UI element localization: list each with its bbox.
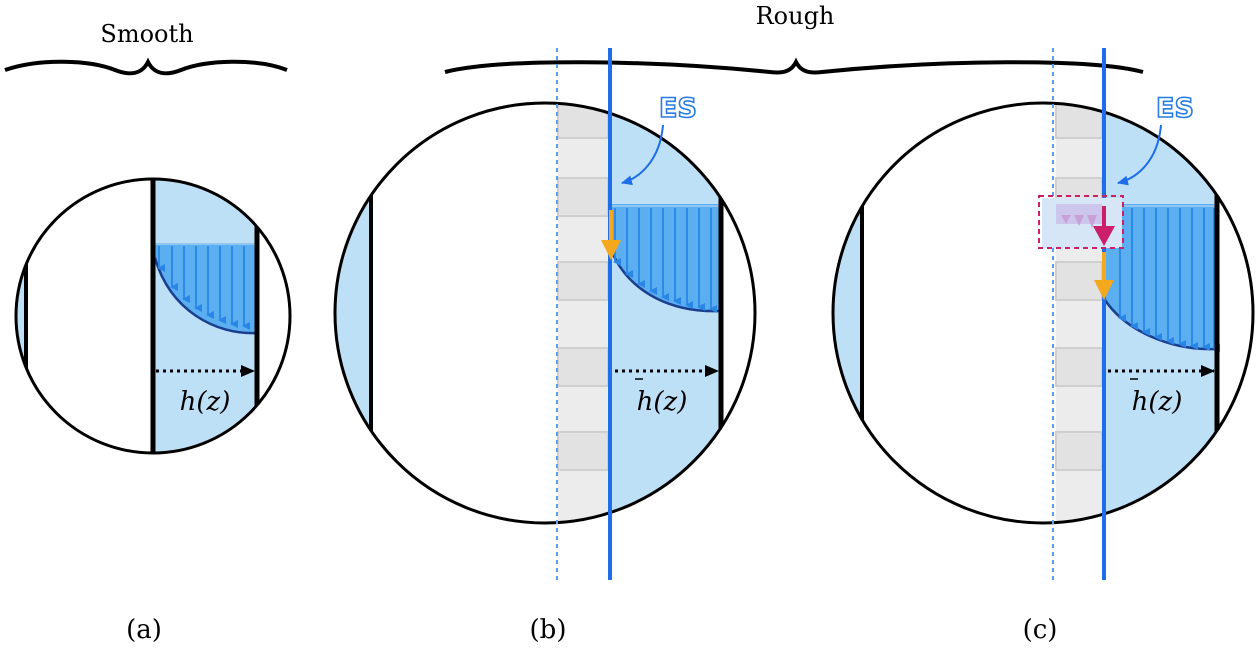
panel-b: ES h(z) (b) (333, 48, 757, 645)
es-label-b: ES (659, 93, 697, 124)
gap-label-b: h(z) (637, 387, 688, 417)
slip-arrow-icon (601, 210, 621, 260)
caption-b: (b) (530, 615, 567, 645)
gap-label-c: h(z) (1132, 387, 1183, 417)
slip-zone-highlight (1038, 195, 1124, 249)
panel-c: ES h(z) (c) (831, 48, 1255, 645)
slip-arrow-icon (1094, 252, 1114, 300)
panel-a: h(z) (a) (14, 177, 292, 645)
smooth-brace-icon (4, 57, 288, 76)
caption-c: (c) (1023, 615, 1058, 645)
smooth-label: Smooth (100, 20, 193, 48)
rough-label: Rough (756, 2, 835, 30)
gap-label-a: h(z) (180, 387, 231, 417)
rough-brace-icon (444, 57, 1144, 75)
es-label-c: ES (1156, 93, 1194, 124)
caption-a: (a) (126, 615, 162, 645)
